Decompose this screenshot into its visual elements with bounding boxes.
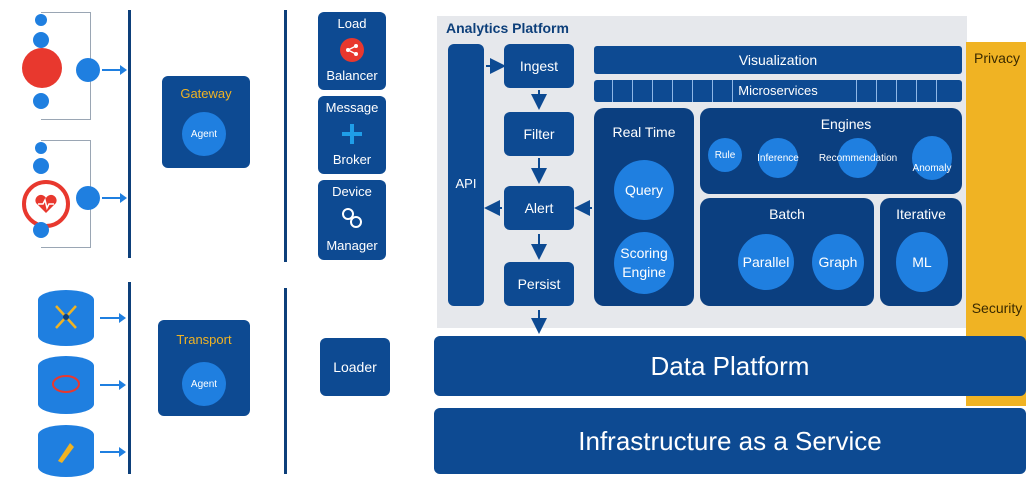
microservices-bar: Microservices xyxy=(594,80,962,102)
api-box: API xyxy=(448,44,484,306)
batch-title: Batch xyxy=(769,206,805,222)
device-manager-box: Device Manager xyxy=(318,180,386,260)
batch-box: Batch Parallel Graph xyxy=(700,198,874,306)
privacy-label: Privacy xyxy=(974,50,1020,66)
heart-monitor-icon xyxy=(22,180,70,228)
loader-box: Loader xyxy=(320,338,390,396)
database-icon xyxy=(38,425,94,477)
realtime-box: Real Time Query Scoring Engine xyxy=(594,108,694,306)
arrow-head-icon xyxy=(120,65,127,75)
database-icon xyxy=(38,356,94,414)
pipeline-arrows xyxy=(484,58,592,334)
gears-icon xyxy=(340,206,364,230)
agent-circle: Agent xyxy=(182,362,226,406)
recommendation-label: Recommendation xyxy=(818,152,898,164)
arrow-icon xyxy=(100,451,122,453)
iterative-box: Iterative ML xyxy=(880,198,962,306)
output-node-icon xyxy=(76,58,100,82)
small-node-icon xyxy=(33,222,49,238)
load-label: Load xyxy=(337,16,367,31)
filter-box: Filter xyxy=(504,112,574,156)
graph-circle: Graph xyxy=(812,234,864,290)
balancer-label: Balancer xyxy=(326,68,378,83)
persist-box: Persist xyxy=(504,262,574,306)
arrow-head-icon xyxy=(119,380,126,390)
separator-line xyxy=(128,10,131,258)
visualization-bar: Visualization xyxy=(594,46,962,74)
alert-box: Alert xyxy=(504,186,574,230)
parallel-circle: Parallel xyxy=(738,234,794,290)
anomaly-circle: Anomaly xyxy=(912,136,952,180)
separator-line xyxy=(284,288,287,474)
api-label: API xyxy=(455,176,477,191)
plus-icon xyxy=(340,122,364,146)
query-circle: Query xyxy=(614,160,674,220)
device-label: Device xyxy=(332,184,372,199)
ingest-box: Ingest xyxy=(504,44,574,88)
separator-line xyxy=(128,282,131,474)
load-balancer-box: Load Balancer xyxy=(318,12,386,90)
arrow-icon xyxy=(102,197,124,199)
agent-circle: Agent xyxy=(182,112,226,156)
sensor-circle-icon xyxy=(22,48,62,88)
gateway-box: Gateway Agent xyxy=(162,76,250,168)
small-node-icon xyxy=(33,158,49,174)
separator-line xyxy=(284,10,287,262)
broker-label: Broker xyxy=(332,152,372,167)
output-node-icon xyxy=(76,186,100,210)
arrow-icon xyxy=(102,69,124,71)
security-label: Security xyxy=(971,300,1023,316)
message-broker-box: Message Broker xyxy=(318,96,386,174)
arrow-head-icon xyxy=(119,447,126,457)
transport-label: Transport xyxy=(176,332,232,347)
manager-label: Manager xyxy=(326,238,378,253)
scoring-engine-circle: Scoring Engine xyxy=(614,232,674,294)
small-node-icon xyxy=(33,32,49,48)
arrow-icon xyxy=(100,317,122,319)
inference-circle: Inference xyxy=(757,138,799,178)
realtime-title: Real Time xyxy=(612,124,676,140)
microservices-label: Microservices xyxy=(738,83,818,98)
small-node-icon xyxy=(35,14,47,26)
ml-circle: ML xyxy=(896,232,948,292)
rule-circle: Rule xyxy=(708,138,742,172)
transport-box: Transport Agent xyxy=(158,320,250,416)
arrow-head-icon xyxy=(120,193,127,203)
analytics-title: Analytics Platform xyxy=(446,20,569,36)
data-platform-bar: Data Platform xyxy=(434,336,1026,396)
infrastructure-bar: Infrastructure as a Service xyxy=(434,408,1026,474)
recommendation-circle: Recommendation xyxy=(819,138,897,178)
engine-label: Engine xyxy=(622,264,666,280)
arrow-head-icon xyxy=(119,313,126,323)
share-icon xyxy=(340,38,364,62)
database-icon xyxy=(38,290,94,346)
engines-title: Engines xyxy=(820,116,872,132)
arrow-icon xyxy=(100,384,122,386)
small-node-icon xyxy=(33,93,49,109)
scoring-label: Scoring xyxy=(620,245,668,261)
iterative-title: Iterative xyxy=(896,206,946,222)
gateway-label: Gateway xyxy=(180,86,232,101)
engines-box: Engines Rule Inference Recommendation An… xyxy=(700,108,962,194)
small-node-icon xyxy=(35,142,47,154)
message-label: Message xyxy=(325,100,379,115)
